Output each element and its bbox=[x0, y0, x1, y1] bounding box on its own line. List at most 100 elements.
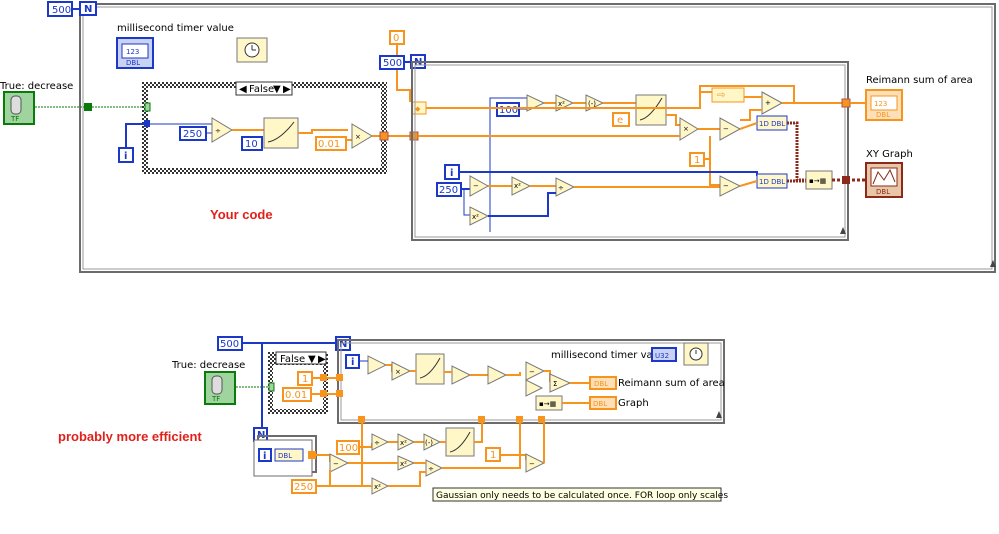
square-node-3[interactable] bbox=[469, 206, 490, 226]
subtract-node[interactable] bbox=[719, 117, 742, 141]
svg-text:×: × bbox=[395, 368, 401, 376]
gauss-const-100[interactable]: 100 bbox=[336, 440, 360, 455]
bundle-cluster-node[interactable]: ▪→▦ bbox=[805, 170, 833, 190]
outer-while-loop[interactable] bbox=[79, 3, 996, 273]
bottom-n-text: N bbox=[339, 339, 347, 350]
bottom-timer-label: millisecond timer value bbox=[551, 350, 668, 361]
divide-node-3[interactable] bbox=[555, 177, 576, 197]
svg-text:▶: ▶ bbox=[318, 354, 326, 365]
sum-icon-text: 123 bbox=[874, 100, 887, 108]
svg-text:×: × bbox=[355, 133, 361, 141]
svg-text:i: i bbox=[450, 168, 453, 179]
to-dbl-node[interactable]: DBL bbox=[274, 448, 304, 462]
svg-text:⇨: ⇨ bbox=[717, 90, 725, 101]
bottom-multiply-node[interactable] bbox=[391, 361, 412, 381]
gauss-subtract-node-2[interactable] bbox=[525, 453, 546, 473]
svg-text:◆: ◆ bbox=[415, 105, 421, 113]
bottom-multiply-node-3[interactable] bbox=[487, 365, 508, 385]
bottom-const-1-text: 1 bbox=[302, 374, 308, 385]
bottom-loop-count-constant[interactable]: 500 bbox=[217, 336, 243, 351]
xy-graph-indicator[interactable]: DBL bbox=[865, 162, 903, 198]
gauss-divide-node[interactable] bbox=[371, 433, 390, 451]
const-001-text: 0.01 bbox=[318, 139, 340, 150]
bottom-timer-clock-icon[interactable] bbox=[683, 342, 709, 366]
const-e[interactable]: e bbox=[612, 112, 630, 127]
bundle-node-2[interactable]: 1D DBL bbox=[756, 173, 788, 189]
gauss-const-1[interactable]: 1 bbox=[485, 447, 501, 462]
sum-array-node[interactable] bbox=[549, 373, 572, 393]
subtract-node-2[interactable] bbox=[469, 175, 490, 197]
divide-node[interactable]: ÷ bbox=[211, 117, 233, 143]
svg-text:−: − bbox=[333, 460, 339, 468]
bottom-const-001[interactable]: 0.01 bbox=[282, 387, 312, 402]
const-10[interactable]: 10 bbox=[241, 136, 263, 151]
svg-text:÷: ÷ bbox=[215, 127, 221, 135]
gauss-negate-node[interactable] bbox=[423, 433, 442, 451]
gauss-exp-node[interactable] bbox=[445, 427, 475, 457]
const-100-text: 100 bbox=[499, 105, 518, 116]
const-1-text: 1 bbox=[694, 155, 700, 166]
sum-indicator[interactable]: 123 DBL bbox=[865, 89, 903, 121]
i-terminal: i bbox=[118, 147, 134, 163]
bottom-multiply-node-2[interactable] bbox=[451, 365, 472, 385]
case-right-arrow: ▶ bbox=[283, 84, 291, 95]
shift-init-constant[interactable]: 0 bbox=[389, 30, 405, 45]
bottom-case-dropdown: ▼ bbox=[308, 354, 316, 365]
n-label: N bbox=[84, 4, 92, 15]
svg-text:−: − bbox=[723, 125, 729, 133]
const-250[interactable]: 250 bbox=[179, 126, 207, 141]
bottom-loop-count-text: 500 bbox=[220, 339, 239, 350]
bottom-const-1[interactable]: 1 bbox=[297, 371, 313, 386]
bottom-divide-node[interactable] bbox=[367, 355, 388, 375]
bottom-sum-label: Reimann sum of area bbox=[618, 378, 725, 389]
gauss-divide-node-2[interactable] bbox=[425, 459, 444, 477]
gauss-square-node[interactable] bbox=[397, 433, 416, 451]
const-1[interactable]: 1 bbox=[689, 152, 705, 167]
const-100[interactable]: 100 bbox=[496, 102, 520, 117]
square-node-2[interactable] bbox=[511, 176, 532, 196]
bottom-graph-indicator[interactable]: DBL bbox=[589, 396, 617, 410]
bottom-timer-indicator[interactable]: U32 bbox=[651, 347, 677, 362]
bottom-i-terminal: i bbox=[345, 354, 360, 369]
subtract-node-3[interactable] bbox=[719, 175, 742, 197]
const-001[interactable]: 0.01 bbox=[315, 136, 347, 151]
bottom-subtract-node[interactable] bbox=[525, 361, 546, 381]
bottom-graph-type: DBL bbox=[593, 400, 607, 408]
bottom-n-terminal-2: N bbox=[253, 427, 268, 442]
const-250-inner[interactable]: 250 bbox=[436, 182, 462, 197]
timer-clock-icon[interactable] bbox=[236, 37, 268, 63]
shift-register-right bbox=[711, 87, 745, 103]
add-node[interactable] bbox=[761, 91, 784, 115]
svg-text:Σ: Σ bbox=[553, 380, 557, 388]
toggle-switch[interactable]: TF bbox=[3, 91, 35, 125]
power-node[interactable] bbox=[635, 94, 667, 126]
bottom-power10-node[interactable] bbox=[415, 353, 445, 385]
timer-type-text: DBL bbox=[126, 59, 140, 67]
inner-count-constant[interactable]: 500 bbox=[379, 55, 405, 70]
bottom-bundle-node[interactable]: ▪→▦ bbox=[535, 395, 563, 411]
gauss-const-1-text: 1 bbox=[490, 450, 496, 461]
i-label: i bbox=[124, 151, 127, 162]
bottom-graph-label: Graph bbox=[618, 398, 649, 409]
bottom-sum-indicator[interactable]: DBL bbox=[589, 376, 617, 390]
gauss-const-100-text: 100 bbox=[339, 443, 358, 454]
bundle-node-1[interactable]: 1D DBL bbox=[756, 115, 788, 131]
case-left-arrow: ◀ bbox=[239, 84, 247, 95]
bottom-toggle-switch[interactable]: TF bbox=[204, 371, 236, 405]
exp-node[interactable] bbox=[263, 117, 299, 149]
gauss-const-250[interactable]: 250 bbox=[291, 479, 317, 494]
multiply-node-2[interactable] bbox=[679, 117, 699, 141]
gauss-subtract-node[interactable] bbox=[329, 453, 350, 473]
bottom-while-loop[interactable] bbox=[337, 339, 725, 424]
svg-text:+: + bbox=[765, 99, 771, 107]
svg-text:x²: x² bbox=[400, 439, 407, 447]
loop-count-constant[interactable]: 500 bbox=[47, 1, 73, 17]
svg-text:(-): (-) bbox=[588, 100, 596, 108]
case-selector[interactable]: ◀ False ▼ ▶ bbox=[235, 81, 293, 96]
inner-for-loop[interactable] bbox=[411, 61, 849, 241]
bottom-case-selector[interactable]: False ▼ ▶ bbox=[275, 351, 327, 365]
bottom-subtract-node-2[interactable] bbox=[525, 379, 544, 397]
timer-indicator[interactable]: 123 DBL bbox=[116, 37, 154, 69]
multiply-node[interactable]: × bbox=[351, 123, 373, 149]
